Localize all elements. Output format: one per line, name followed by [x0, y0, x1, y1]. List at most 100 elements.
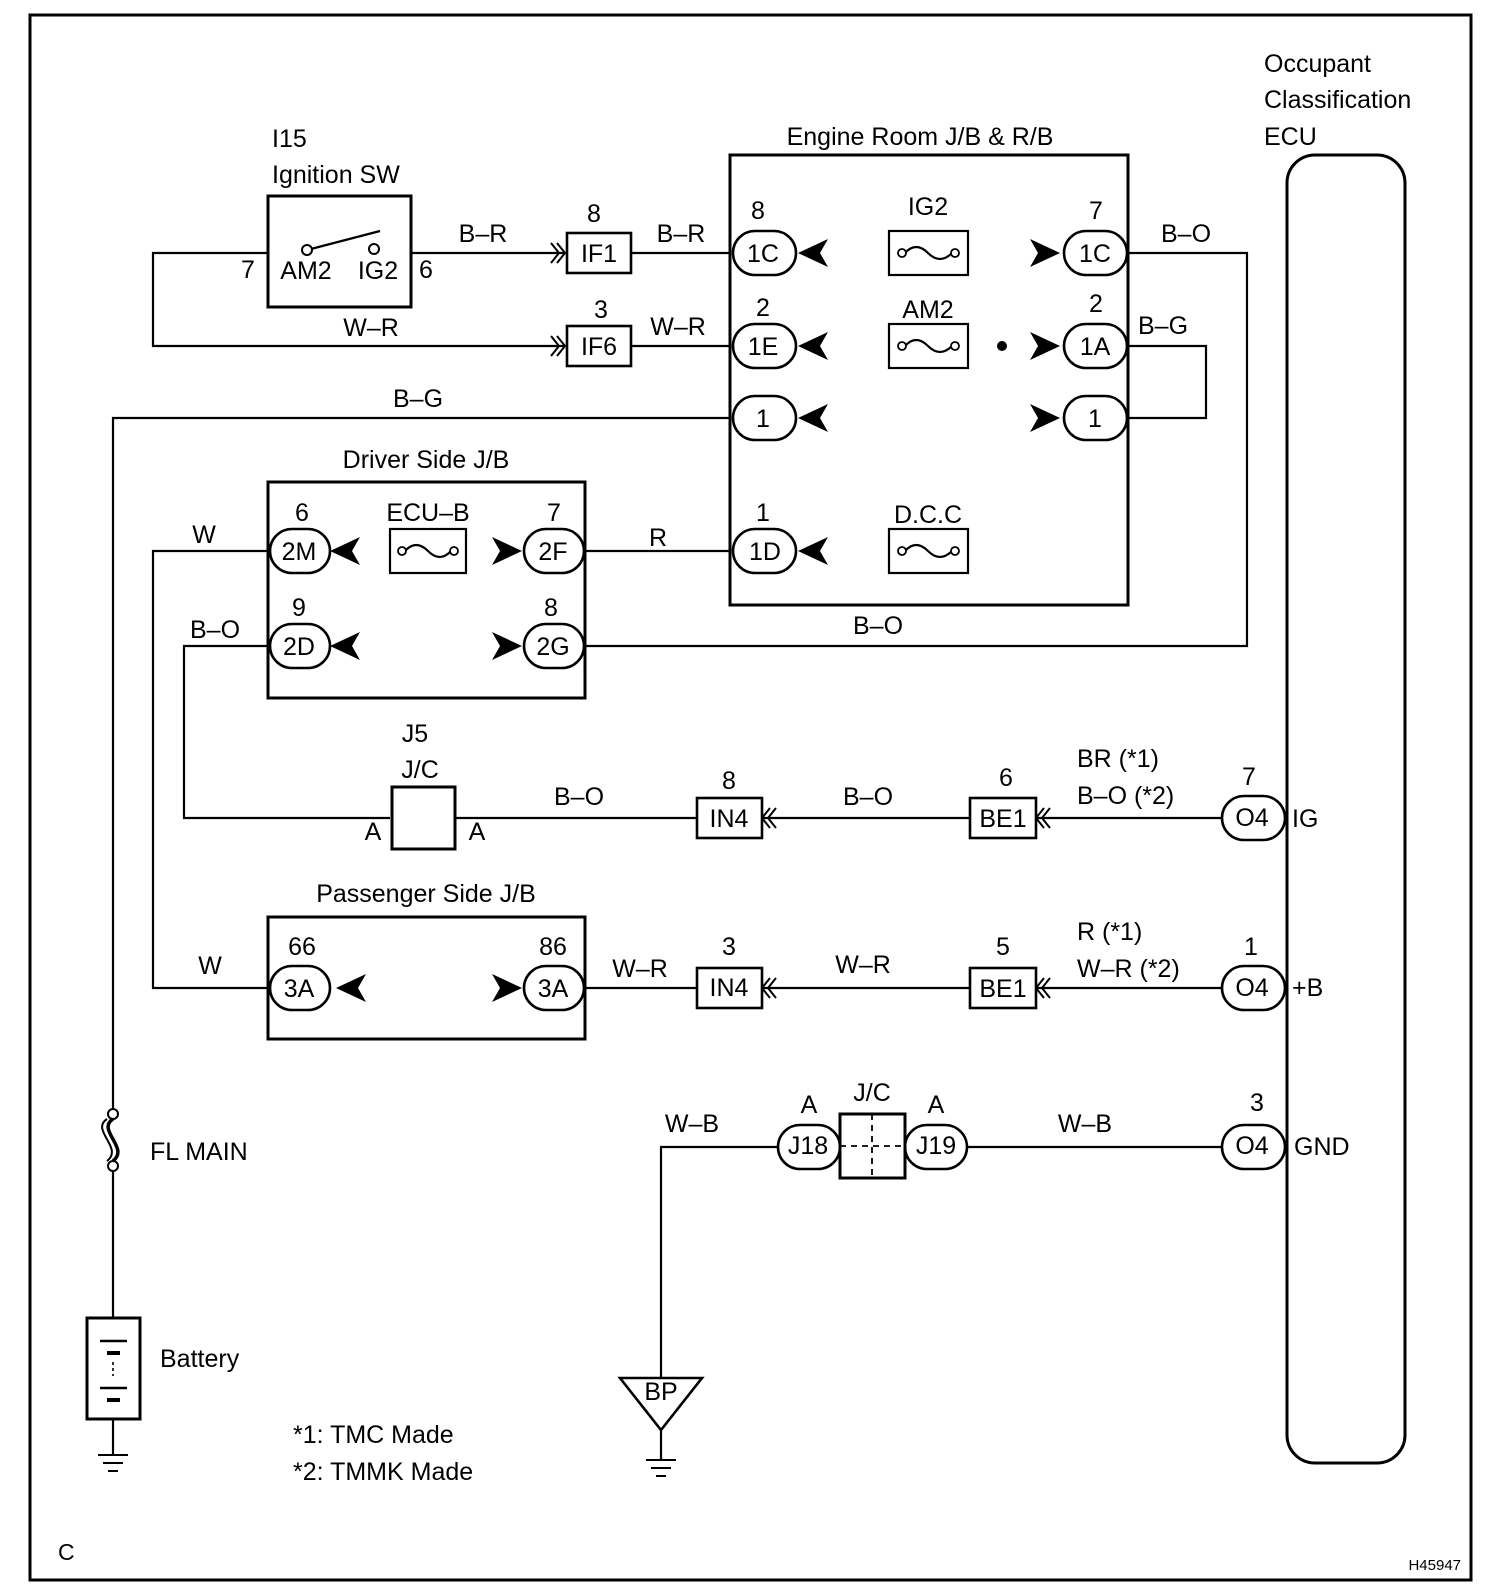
- conn-2m-label: 2M: [282, 538, 317, 566]
- ground-icon: [98, 1454, 128, 1472]
- splice-dot: [997, 341, 1007, 351]
- pill-connectors: [268, 229, 1287, 1171]
- fuse-ig2-icon: [887, 229, 970, 277]
- j5-junction-box: [390, 785, 457, 851]
- conn-1-right-label: 1: [1088, 405, 1102, 433]
- wire-label: W–R: [612, 955, 668, 983]
- fuse-am2-icon: [887, 322, 970, 370]
- j5-pin-left: A: [365, 818, 382, 846]
- battery-icon: [85, 1316, 142, 1421]
- square-connectors: [565, 231, 1038, 1010]
- jc-ground-pin-left: A: [801, 1091, 818, 1119]
- conn-o4-b-pin: 1: [1244, 933, 1258, 961]
- jc-ground-junction-icon: [838, 1112, 907, 1180]
- conn-1d-label: 1D: [749, 538, 781, 566]
- conn-if1-label: IF1: [581, 240, 617, 268]
- wire-label: BR (*1): [1077, 745, 1159, 773]
- ig-sw-pin-left-no: 7: [241, 256, 255, 284]
- conn-o4-gnd-pin: 3: [1250, 1089, 1264, 1117]
- conn-o4-gnd-label: O4: [1235, 1132, 1268, 1160]
- conn-3a-left-pin: 66: [288, 933, 316, 961]
- j5-name: J/C: [401, 756, 439, 784]
- conn-1c-left-pin: 8: [751, 197, 765, 225]
- chevron-marks: [550, 242, 1051, 999]
- ignition-sw-title: Ignition SW: [272, 161, 400, 189]
- conn-1c-right-label: 1C: [1079, 240, 1111, 268]
- conn-1e-pin: 2: [756, 294, 770, 322]
- ecu-terminal-plus-b: +B: [1292, 974, 1323, 1002]
- conn-1a-label: 1A: [1080, 333, 1111, 361]
- figure-id: H45947: [1408, 1557, 1461, 1574]
- wire-label: B–O: [1161, 220, 1211, 248]
- conn-in4-b-pin: 3: [722, 933, 736, 961]
- ig-sw-pin-right-no: 6: [419, 256, 433, 284]
- conn-1-left-label: 1: [756, 405, 770, 433]
- wire-label: B–O: [843, 783, 893, 811]
- diagram-frame: [28, 13, 1473, 1582]
- conn-1c-right-pin: 7: [1089, 197, 1103, 225]
- wire-label: B–O (*2): [1077, 782, 1174, 810]
- conn-be1-a-pin: 6: [999, 764, 1013, 792]
- conn-if6-pin: 3: [594, 296, 608, 324]
- ignition-sw-code: I15: [272, 125, 307, 153]
- conn-1d-pin: 1: [756, 499, 770, 527]
- fuse-dcc-label: D.C.C: [894, 501, 962, 529]
- conn-3a-left-label: 3A: [284, 975, 315, 1003]
- wire-label: W–R (*2): [1077, 955, 1180, 983]
- conn-j18-label: J18: [788, 1132, 828, 1160]
- engine-room-jb-title: Engine Room J/B & R/B: [787, 123, 1054, 151]
- fuse-ecu-b-icon: [388, 527, 468, 575]
- jc-ground-pin-right: A: [928, 1091, 945, 1119]
- conn-in4-b-label: IN4: [710, 974, 749, 1002]
- conn-2m-pin: 6: [295, 499, 309, 527]
- conn-2g-pin: 8: [544, 594, 558, 622]
- conn-2d-label: 2D: [283, 633, 315, 661]
- wire-label: W–R: [343, 314, 399, 342]
- conn-2d-pin: 9: [292, 594, 306, 622]
- wire-label: W–R: [835, 951, 891, 979]
- conn-be1-a-label: BE1: [979, 805, 1026, 833]
- conn-2f-pin: 7: [547, 499, 561, 527]
- conn-2g-label: 2G: [536, 633, 569, 661]
- fuse-dcc-icon: [887, 527, 970, 575]
- wire-label: B–O: [554, 783, 604, 811]
- ignition-contact-icon: [301, 229, 381, 256]
- footnote-1: *1: TMC Made: [293, 1421, 454, 1449]
- fl-main-fusible-link-icon: [101, 1108, 120, 1172]
- connector-arrows: [330, 239, 1060, 1002]
- ig-sw-pin-am2: AM2: [280, 257, 331, 285]
- fuse-ecu-b-label: ECU–B: [386, 499, 469, 527]
- fuse-ig2-label: IG2: [908, 193, 948, 221]
- wire-label: B–G: [393, 385, 443, 413]
- ecu-terminal-gnd: GND: [1294, 1133, 1350, 1161]
- conn-if6-label: IF6: [581, 333, 617, 361]
- conn-be1-b-pin: 5: [996, 933, 1010, 961]
- conn-1a-pin: 2: [1089, 290, 1103, 318]
- conn-3a-right-pin: 86: [539, 933, 567, 961]
- driver-side-jb-title: Driver Side J/B: [343, 446, 510, 474]
- conn-o4-ig-pin: 7: [1242, 763, 1256, 791]
- conn-3a-right-label: 3A: [538, 975, 569, 1003]
- wire-label: W: [198, 952, 222, 980]
- ecu-terminal-ig: IG: [1292, 805, 1318, 833]
- wire-label: W–B: [1058, 1110, 1112, 1138]
- ground-point-label: BP: [644, 1378, 677, 1406]
- ecu-title-line2: Classification: [1264, 86, 1411, 114]
- wire-label: W: [192, 521, 216, 549]
- ecu-title-line1: Occupant: [1264, 50, 1371, 78]
- battery-label: Battery: [160, 1345, 240, 1373]
- j5-pin-right: A: [469, 818, 486, 846]
- conn-o4-ig-label: O4: [1235, 804, 1268, 832]
- conn-in4-a-label: IN4: [710, 805, 749, 833]
- j5-code: J5: [402, 720, 428, 748]
- ground-icon-bp: [646, 1459, 676, 1477]
- wire-label: B–R: [657, 220, 706, 248]
- wire-label: B–O: [190, 616, 240, 644]
- ecu-body: [1285, 153, 1407, 1465]
- fuse-am2-label: AM2: [902, 296, 953, 324]
- conn-in4-a-pin: 8: [722, 767, 736, 795]
- ig-sw-pin-ig2: IG2: [358, 257, 398, 285]
- ecu-title-line3: ECU: [1264, 123, 1317, 151]
- conn-1c-left-label: 1C: [747, 240, 779, 268]
